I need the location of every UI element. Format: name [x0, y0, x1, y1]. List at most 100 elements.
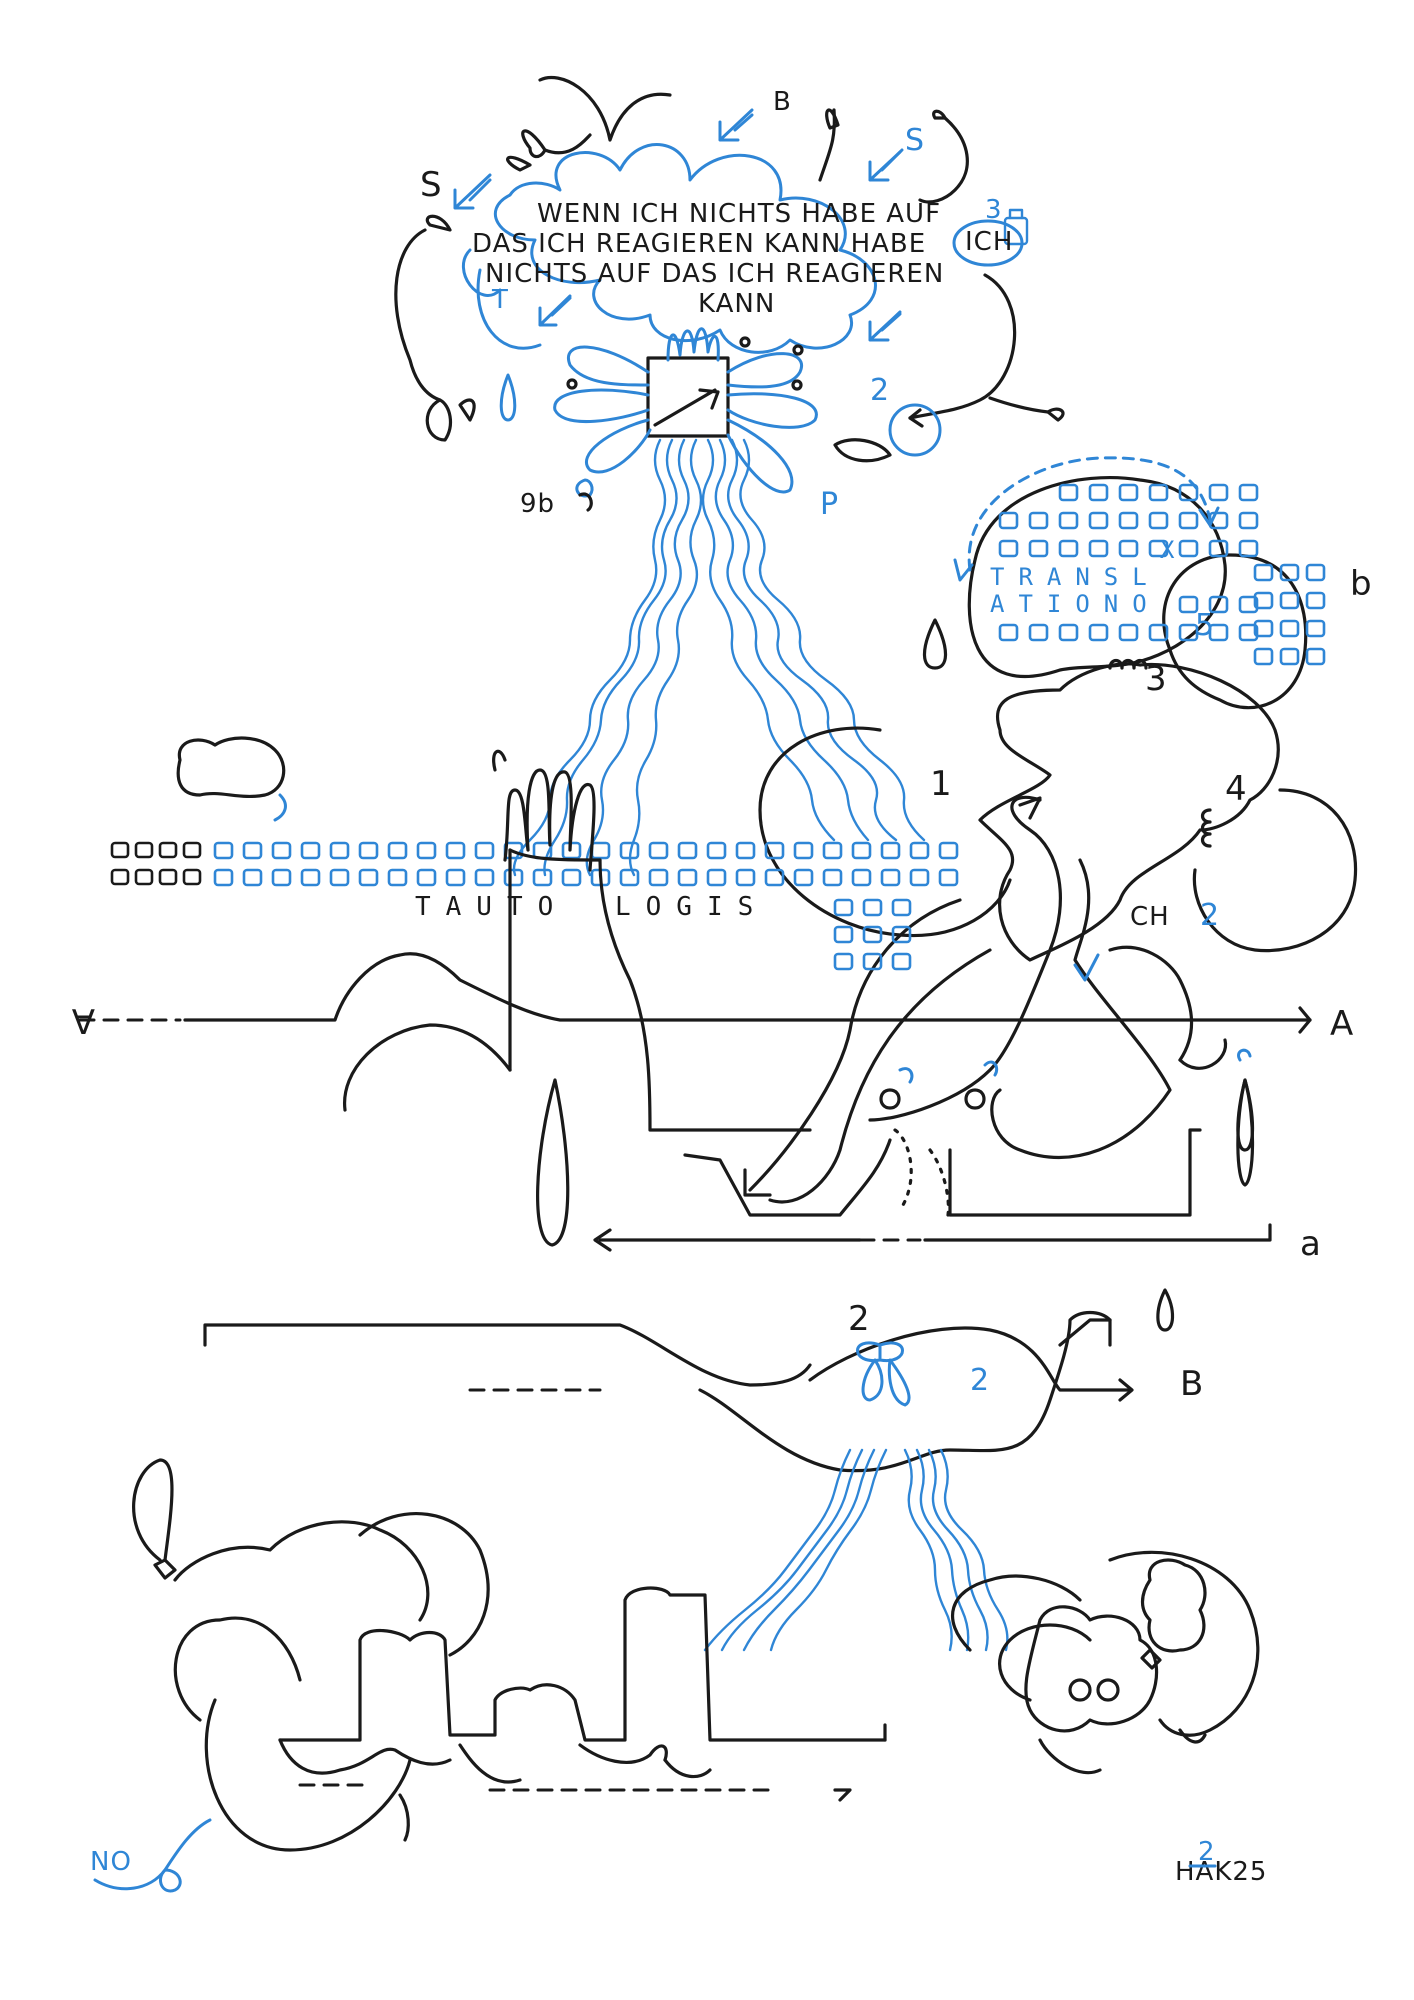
- trans-row-1: X: [1160, 536, 1188, 564]
- face-mark: [653, 388, 720, 427]
- grid-square: [271, 841, 292, 860]
- pillar: [508, 848, 812, 1132]
- grid-square: [1279, 591, 1300, 610]
- grid-square: [1305, 563, 1326, 582]
- cloud-cluster: [173, 1520, 430, 1622]
- curl: [898, 1067, 914, 1084]
- grid-square: [735, 868, 756, 887]
- grid-square: [998, 623, 1019, 642]
- grid-square: [1118, 623, 1139, 642]
- grid-square: [1058, 623, 1079, 642]
- blue-check: [1073, 953, 1100, 982]
- grid-square: [909, 841, 930, 860]
- grid-square: [358, 868, 379, 887]
- teeth: [1200, 808, 1212, 848]
- grid-square: [213, 868, 234, 887]
- grid-square: [1253, 563, 1274, 582]
- signature-text: HAK25: [1175, 1857, 1267, 1887]
- bow-tail: [861, 1358, 911, 1407]
- tauto-left: TAUTO: [415, 892, 568, 922]
- ich-bubble: [952, 219, 1024, 267]
- grid-square: [862, 925, 883, 944]
- grid-square: [1148, 623, 1169, 642]
- grid-square: [1279, 563, 1300, 582]
- balloon-knot: [153, 1558, 177, 1580]
- drop-icon: [1236, 1078, 1255, 1187]
- curl: [1237, 1048, 1252, 1062]
- tauto-tail: CH: [1130, 902, 1170, 932]
- grid-square: [938, 841, 959, 860]
- grid-square: [822, 868, 843, 887]
- grid-square: [1058, 539, 1079, 558]
- eye: [1068, 1678, 1092, 1702]
- arrow-tip: [833, 1788, 852, 1802]
- blob: [176, 736, 286, 799]
- mark-b-top: B: [773, 87, 792, 117]
- grid-square: [1208, 539, 1229, 558]
- grid-square: [1118, 483, 1139, 502]
- leaf: [425, 214, 452, 232]
- teeth: [1108, 658, 1148, 670]
- dotted: [893, 1128, 913, 1212]
- pit: [683, 1138, 892, 1217]
- grid-square: [1088, 623, 1109, 642]
- translation-balloons: X TRANSL ATIONO 5 b: [922, 456, 1372, 710]
- bottom-line: [923, 1223, 1272, 1242]
- balloon-tail: [132, 1458, 174, 1562]
- grid-square: [1028, 623, 1049, 642]
- grid-square: [1253, 591, 1274, 610]
- grid-square: [358, 841, 379, 860]
- tendril: [394, 228, 442, 402]
- grid-square: [677, 868, 698, 887]
- speech-flower: [394, 75, 1065, 512]
- grid-square: [833, 925, 854, 944]
- signature: HAK25 2: [1175, 1837, 1267, 1887]
- leaf: [458, 398, 476, 422]
- drop-icon: [922, 618, 948, 670]
- right-arm: [1178, 1038, 1228, 1070]
- tail-curl: [1038, 1738, 1102, 1775]
- dot: [739, 336, 751, 348]
- grid-square: [416, 841, 437, 860]
- mark-s-left: S: [420, 165, 442, 205]
- arrow-tip: [1018, 796, 1042, 820]
- speech-line-2: DAS ICH REAGIEREN KANN HABE: [472, 229, 926, 259]
- signature-num: 2: [1198, 1837, 1216, 1867]
- skyline-base: [663, 1758, 712, 1779]
- face-box: [646, 356, 730, 438]
- curl: [578, 492, 593, 512]
- bow: [856, 1341, 904, 1363]
- grid-square: [648, 868, 669, 887]
- grid-square: [1305, 591, 1326, 610]
- skyline-base: [578, 1743, 668, 1764]
- tauto-band: TAUTO LOGIS: [110, 736, 959, 971]
- grid-square: [1238, 483, 1259, 502]
- mark-t: T: [491, 285, 509, 315]
- grid-square: [1148, 539, 1169, 558]
- grid-square: [706, 868, 727, 887]
- grid-square: [300, 868, 321, 887]
- petal: [476, 268, 542, 350]
- mark-9b: 9b: [520, 489, 555, 519]
- bump: [508, 848, 602, 862]
- grid-square: [1238, 511, 1259, 530]
- grid-square: [822, 841, 843, 860]
- landscape-a: A A a: [72, 848, 1353, 1264]
- arrow-tip: [1298, 1006, 1312, 1034]
- petal-left: [585, 418, 652, 474]
- grid-square: [735, 841, 756, 860]
- drop-icon: [536, 1078, 570, 1247]
- bead: [879, 1088, 901, 1110]
- loop-circle: [888, 403, 942, 457]
- small-stroke: [398, 1793, 410, 1842]
- tendril: [988, 396, 1050, 414]
- speech-line-3: NICHTS AUF DAS ICH REAGIEREN: [485, 259, 944, 289]
- curl: [273, 793, 287, 822]
- grid-square: [329, 841, 350, 860]
- speech-line-1: WENN ICH NICHTS HABE AUF: [537, 199, 941, 229]
- drop-icon: [1156, 1288, 1175, 1332]
- grid-square: [474, 868, 495, 887]
- grid-square: [909, 868, 930, 887]
- left-loop: [758, 726, 1012, 938]
- body-curve: [748, 898, 962, 1192]
